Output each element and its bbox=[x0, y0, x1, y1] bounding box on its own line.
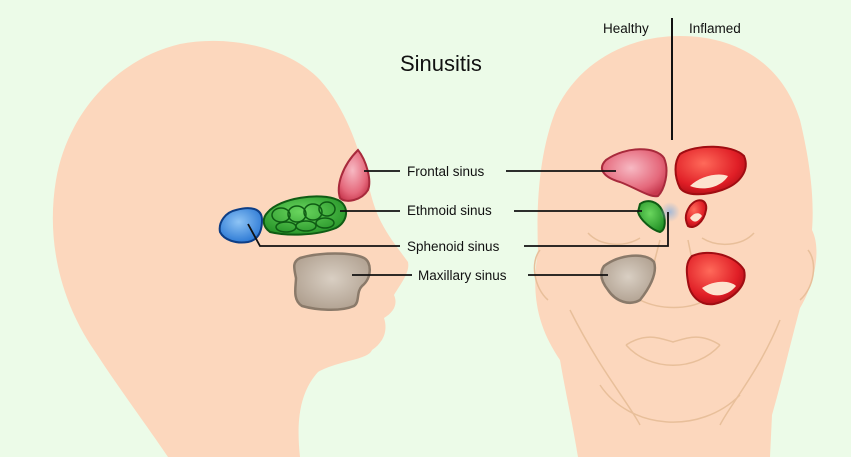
sphenoid-sinus-profile bbox=[218, 207, 264, 244]
sphenoid-blur bbox=[660, 202, 680, 222]
ethmoid-sinus-inflamed bbox=[684, 199, 708, 228]
healthy-header: Healthy bbox=[603, 21, 649, 36]
frontal-sinus-healthy bbox=[601, 148, 668, 198]
cheek-line-left bbox=[569, 309, 641, 426]
chin-line bbox=[599, 384, 741, 423]
frontal-sinus-profile bbox=[337, 148, 371, 202]
frontal-sinus-inflamed bbox=[674, 145, 747, 196]
leader-lines bbox=[247, 170, 669, 276]
lower-lip bbox=[625, 344, 721, 366]
label-frontal-sinus: Frontal sinus bbox=[407, 164, 485, 179]
maxillary-sinus-healthy bbox=[600, 254, 657, 304]
eye-fold-right bbox=[701, 232, 755, 245]
maxillary-sinus-inflamed bbox=[685, 251, 746, 306]
inflamed-header: Inflamed bbox=[689, 21, 741, 36]
leader-sphenoid-left bbox=[247, 223, 400, 247]
label-sphenoid-sinus: Sphenoid sinus bbox=[407, 239, 500, 254]
ethmoid-sinus-healthy bbox=[636, 200, 666, 234]
label-maxillary-sinus: Maxillary sinus bbox=[418, 268, 507, 283]
front-head bbox=[535, 36, 817, 457]
upper-lip bbox=[625, 336, 721, 346]
ethmoid-sinus-profile bbox=[262, 195, 347, 236]
cheek-line-right bbox=[719, 319, 781, 426]
profile-head bbox=[52, 40, 409, 457]
leader-sphenoid-right bbox=[524, 212, 669, 247]
diagram-title: Sinusitis bbox=[400, 51, 482, 76]
ear-right bbox=[799, 249, 815, 301]
label-ethmoid-sinus: Ethmoid sinus bbox=[407, 203, 492, 218]
maxillary-sinus-profile bbox=[293, 252, 371, 311]
eye-fold-left bbox=[587, 232, 641, 245]
